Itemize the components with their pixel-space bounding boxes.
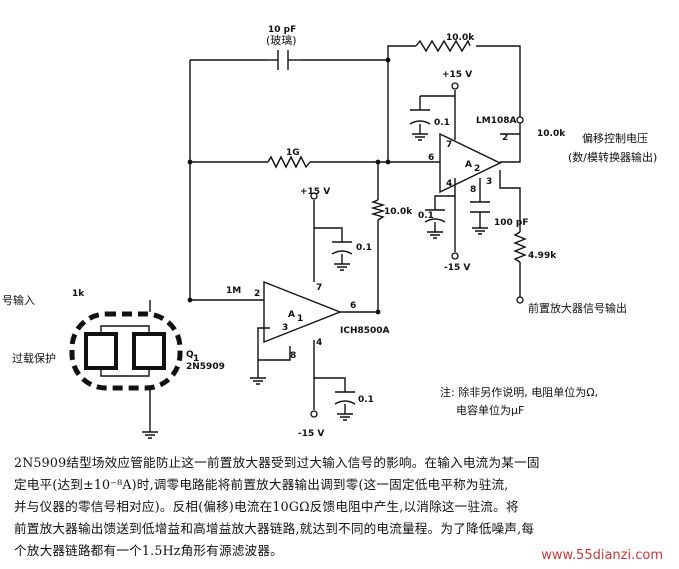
resistor-499k [513, 231, 527, 263]
wires [149, 45, 521, 432]
svg-text:+15 V: +15 V [300, 187, 330, 197]
circuit-schematic: 10 pF (玻璃) 10.0k +15 V LM108A 0.1 7 2 6 … [2, 25, 657, 439]
capacitor-01-a2-neg [424, 209, 446, 239]
watermark: www.55dianzi.com [539, 548, 665, 563]
svg-text:-15 V: -15 V [298, 429, 324, 439]
svg-text:10.0k: 10.0k [537, 129, 566, 139]
svg-text:+15 V: +15 V [442, 70, 472, 80]
ground-symbols [142, 377, 266, 439]
supply-terminals [310, 82, 524, 418]
svg-text:0.1: 0.1 [356, 243, 372, 253]
component-labels: 10 pF (玻璃) 10.0k +15 V LM108A 0.1 7 2 6 … [2, 25, 657, 439]
svg-text:-15 V: -15 V [444, 263, 470, 273]
svg-text:7: 7 [316, 283, 322, 293]
svg-text:1: 1 [297, 314, 303, 324]
svg-text:A: A [465, 160, 472, 170]
svg-text:1G: 1G [286, 148, 300, 158]
caption-line-4: 前置放大器输出馈送到低增益和高增益放大器链路,就达到不同的电流量程。为了降低噪声… [14, 521, 535, 536]
svg-text:A: A [288, 310, 295, 320]
svg-text:4: 4 [446, 179, 452, 189]
svg-text:10.0k: 10.0k [384, 207, 413, 217]
svg-text:3: 3 [486, 177, 492, 187]
svg-text:7: 7 [446, 140, 452, 150]
svg-text:10 pF: 10 pF [268, 25, 296, 35]
svg-text:3: 3 [282, 323, 288, 333]
svg-text:LM108A: LM108A [476, 116, 516, 126]
resistor-10k-mid [370, 199, 386, 221]
caption-line-1: 2N5909结型场效应管能防止这一前置放大器受到过大输入信号的影响。在输入电流为… [14, 455, 540, 470]
svg-text:100 pF: 100 pF [494, 218, 529, 228]
jfet-q1-protection [69, 311, 183, 391]
svg-text:10.0k: 10.0k [446, 33, 475, 43]
svg-text:1k: 1k [72, 289, 85, 299]
caption-line-3: 并与仪器的零信号相对应)。反相(偏移)电流在10GΩ反馈电阻中产生,以消除这一驻… [14, 499, 519, 514]
svg-text:4.99k: 4.99k [528, 251, 557, 261]
svg-text:2: 2 [474, 164, 480, 174]
capacitor-10pf [268, 50, 300, 70]
svg-text:0.1: 0.1 [418, 211, 434, 221]
caption-line-5: 个放大器链路都有一个1.5Hz角形有源滤波器。 [14, 543, 283, 558]
opamp-a1 [263, 280, 342, 344]
caption-line-2: 定电平(达到±10⁻⁸A)时,调零电路能将前置放大器输出调到零(这一固定低电平称… [14, 477, 509, 492]
svg-text:过载保护: 过载保护 [12, 351, 56, 365]
capacitor-01-a2-pos [409, 109, 431, 141]
svg-text:(玻璃): (玻璃) [266, 33, 297, 47]
svg-text:电容单位为μF: 电容单位为μF [456, 403, 524, 417]
svg-text:0.1: 0.1 [358, 395, 374, 405]
resistor-10k-top [415, 39, 471, 53]
svg-text:偏移控制电压: 偏移控制电压 [582, 131, 648, 145]
svg-text:ICH8500A: ICH8500A [340, 326, 390, 336]
svg-text:前置放大器信号输出: 前置放大器信号输出 [528, 301, 627, 315]
resistor-1g [267, 155, 311, 169]
svg-text:号输入: 号输入 [2, 293, 35, 307]
svg-text:1: 1 [193, 354, 199, 364]
svg-text:Q: Q [186, 350, 194, 360]
svg-text:4: 4 [316, 338, 322, 348]
junction-dots [187, 57, 523, 315]
svg-text:2N5909: 2N5909 [186, 362, 225, 372]
svg-text:2: 2 [254, 289, 260, 299]
capacitor-100pf [470, 201, 490, 235]
svg-text:(数/模转换器输出): (数/模转换器输出) [568, 150, 657, 164]
capacitor-01-a1-pos [331, 241, 353, 271]
svg-text:注: 除非另作说明, 电阻单位为Ω,: 注: 除非另作说明, 电阻单位为Ω, [440, 385, 598, 399]
svg-text:1M: 1M [226, 286, 241, 296]
svg-text:6: 6 [350, 301, 356, 311]
figure-caption: 2N5909结型场效应管能防止这一前置放大器受到过大输入信号的影响。在输入电流为… [14, 452, 666, 562]
svg-text:8: 8 [290, 351, 296, 361]
svg-text:8: 8 [470, 185, 476, 195]
svg-text:0.1: 0.1 [434, 118, 450, 128]
svg-text:2: 2 [502, 133, 508, 143]
svg-text:6: 6 [428, 153, 434, 163]
opamp-a2 [439, 132, 502, 194]
capacitor-01-a1-neg [334, 391, 356, 421]
